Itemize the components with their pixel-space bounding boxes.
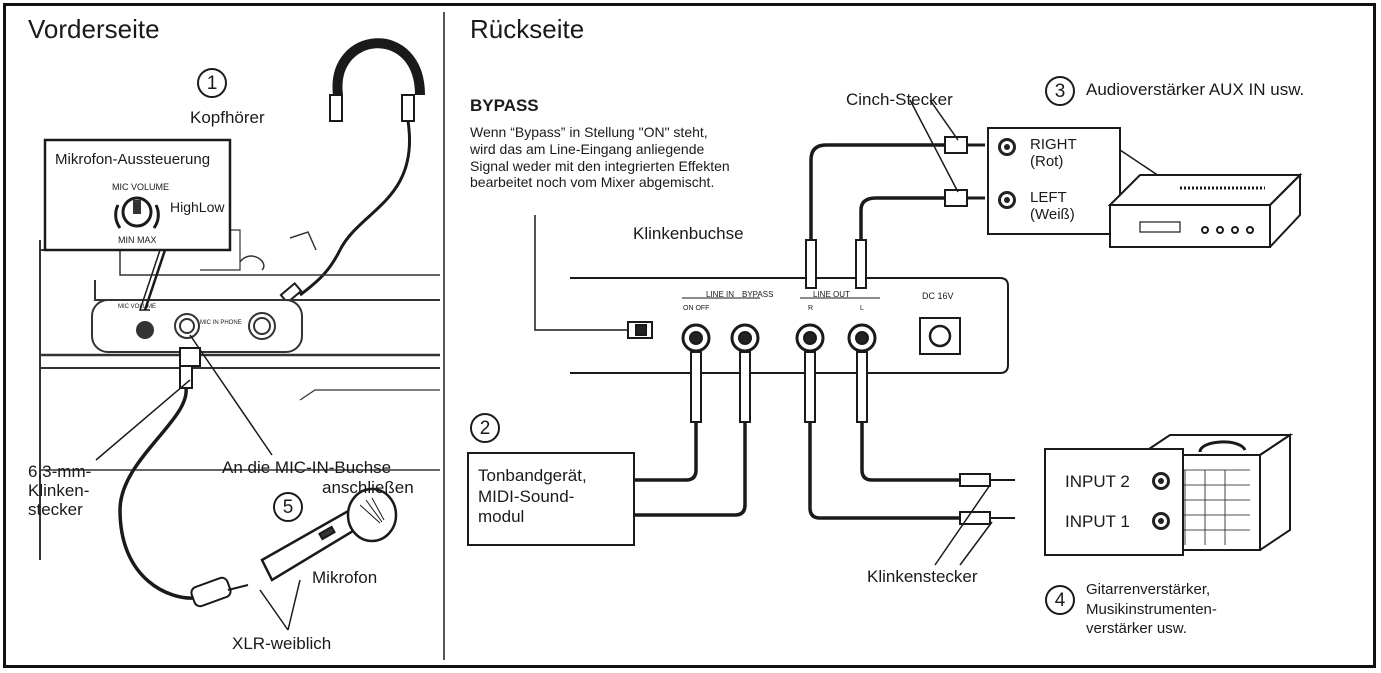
cinch-plug-label: Cinch-Stecker: [846, 90, 953, 109]
rear-panel: [570, 277, 1009, 374]
mic-level-title: Mikrofon-Aussteuerung: [55, 151, 211, 168]
right-rca-jack-icon: [998, 138, 1016, 156]
xlr-female-label: XLR-weiblich: [232, 634, 332, 653]
guitar-amp-label: Gitarrenverstärker, Musikinstrumenten- v…: [1086, 581, 1217, 637]
mic-volume-label: MIC VOLUME: [112, 182, 170, 192]
panel-divider: [443, 12, 445, 660]
headphones-number-badge: 1: [197, 68, 227, 98]
cinch-cables: [805, 99, 985, 289]
right-channel-label: RIGHT (Rot): [1030, 136, 1077, 170]
audio-amp-number-badge: 3: [1045, 76, 1075, 106]
panel-bypass-label: BYPASS: [742, 290, 774, 299]
high-low-label: HighLow: [170, 199, 225, 215]
tape-recorder-box: [467, 452, 635, 546]
input-1-jack-icon: [1152, 512, 1170, 530]
panel-line-in-label: LINE IN: [706, 290, 735, 299]
panel-jack-label: MIC IN PHONE: [200, 320, 242, 326]
tape-recorder-number-badge: 2: [470, 413, 500, 443]
bypass-description: Wenn “Bypass” in Stellung "ON" steht, wi…: [470, 124, 730, 191]
left-channel-label: LEFT (Weiß): [1030, 189, 1075, 223]
jack-plug-6-3mm-label: 6,3-mm- Klinken- stecker: [28, 462, 92, 520]
input-1-label: INPUT 1: [1065, 512, 1130, 531]
panel-knob-label: MIC VOLUME: [118, 304, 157, 310]
jack-plug-label: Klinkenstecker: [867, 567, 978, 586]
tape-recorder-label: Tonbandgerät, MIDI-Sound- modul: [478, 466, 587, 527]
min-max-label: MIN MAX: [118, 235, 157, 245]
input-2-label: INPUT 2: [1065, 472, 1130, 491]
line-in-cables: [634, 351, 751, 517]
left-rca-jack-icon: [998, 191, 1016, 209]
jack-socket-label: Klinkenbuchse: [633, 224, 744, 243]
line-out-cables: [804, 351, 1015, 566]
guitar-amp-input-box: [1044, 448, 1184, 556]
panel-on-off-label: ON OFF: [683, 305, 710, 312]
mic-cable: [118, 347, 249, 608]
audio-amplifier-device: [1107, 172, 1303, 248]
headphones-illustration: [279, 38, 425, 305]
panel-line-out-label: LINE OUT: [813, 290, 850, 299]
bypass-title: BYPASS: [470, 96, 539, 115]
rear-panel-title: Rückseite: [470, 14, 585, 44]
diagram-frame: [3, 3, 1376, 668]
headphones-label: Kopfhörer: [190, 108, 265, 127]
input-2-jack-icon: [1152, 472, 1170, 490]
guitar-amp-number-badge: 4: [1045, 585, 1075, 615]
panel-r-label: R: [808, 305, 814, 312]
microphone-number-badge: 5: [273, 492, 303, 522]
audio-amp-label: Audioverstärker AUX IN usw.: [1086, 80, 1305, 99]
panel-dc-label: DC 16V: [922, 291, 954, 301]
mic-in-connect-label-line2: anschließen: [322, 478, 414, 497]
panel-l-label: L: [860, 305, 864, 312]
microphone-label: Mikrofon: [312, 568, 378, 587]
front-panel-title: Vorderseite: [28, 14, 160, 44]
mic-in-connect-label-line1: An die MIC-IN-Buchse: [222, 458, 392, 477]
microphone-illustration: [260, 487, 398, 582]
